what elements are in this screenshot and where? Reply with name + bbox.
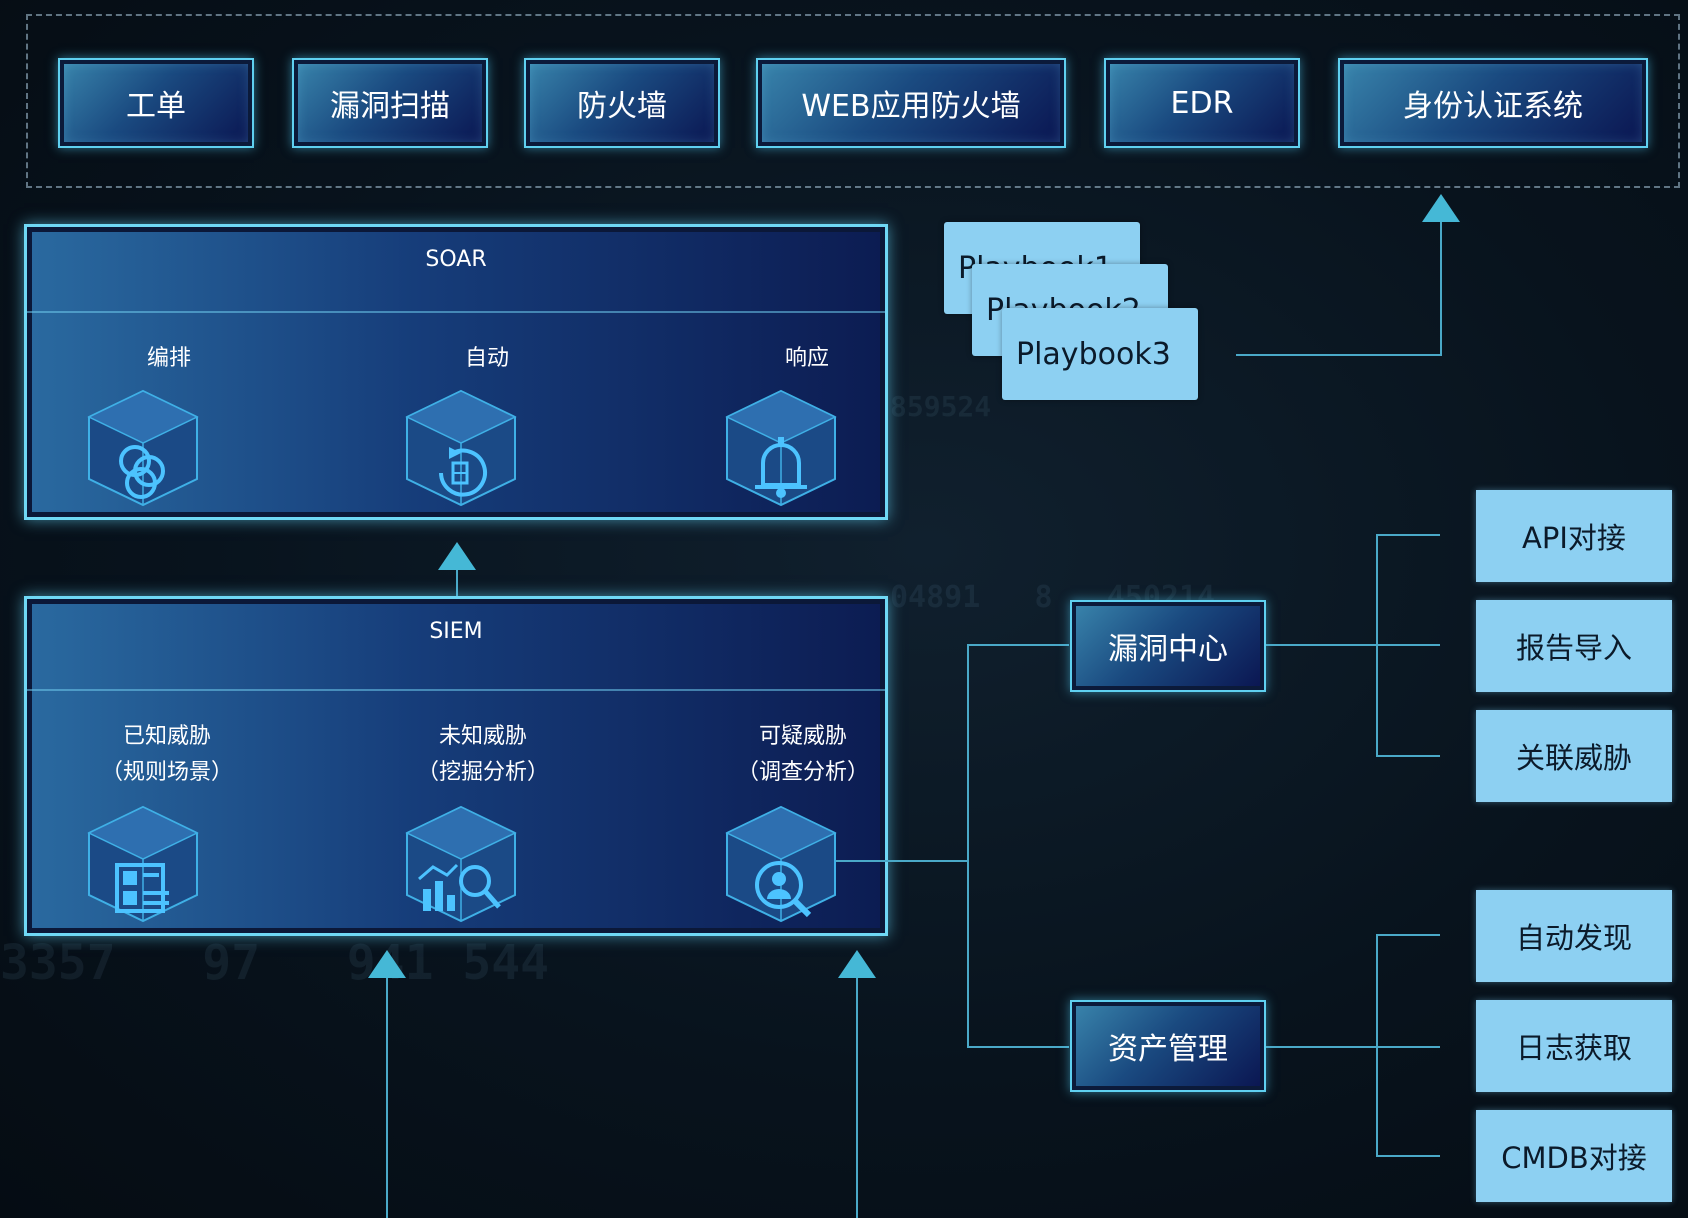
system-waf-button[interactable]: WEB应用防火墙 <box>756 58 1066 148</box>
side-item-label: 自动发现 <box>1515 921 1632 955</box>
system-label: 身份认证系统 <box>1403 89 1583 124</box>
side-item-label: 日志获取 <box>1515 1031 1632 1065</box>
up-arrow-icon <box>838 950 876 978</box>
connector-line <box>967 644 1069 646</box>
system-label: 工单 <box>126 89 186 124</box>
side-item-label: 报告导入 <box>1515 631 1632 665</box>
feature-label-line1: 未知威胁 <box>438 724 527 749</box>
connector-line <box>1376 1155 1440 1157</box>
response-bell-cube-icon <box>721 387 841 507</box>
feature-label: 编排 <box>146 346 191 371</box>
rules-cube-icon <box>83 803 203 923</box>
system-label: 防火墙 <box>577 89 667 124</box>
system-label: WEB应用防火墙 <box>801 89 1021 124</box>
log-acquisition-button[interactable]: 日志获取 <box>1476 1000 1672 1092</box>
mining-cube-icon <box>401 803 521 923</box>
playbook-label: Playbook3 <box>1016 336 1171 372</box>
automation-cube-icon <box>401 387 521 507</box>
feature-label-line2: （规则场景） <box>100 760 233 785</box>
system-label: EDR <box>1170 85 1234 121</box>
side-item-label: CMDB对接 <box>1501 1141 1647 1175</box>
connector-line <box>1376 534 1378 756</box>
center-label: 漏洞中心 <box>1108 632 1228 667</box>
playbook-card-3[interactable]: Playbook3 <box>1002 308 1198 400</box>
feature-label: 已知威胁 （规则场景） <box>47 719 287 791</box>
investigation-cube-icon <box>721 803 841 923</box>
siem-panel: SIEM 已知威胁 （规则场景） 未知威胁 （挖掘分析） 可疑威胁 （调查分析） <box>24 596 888 936</box>
system-ticket-button[interactable]: 工单 <box>58 58 254 148</box>
connector-line <box>1266 1046 1440 1048</box>
connector-line <box>967 1046 1069 1048</box>
up-arrow-icon <box>368 950 406 978</box>
panel-divider <box>27 689 885 691</box>
report-import-button[interactable]: 报告导入 <box>1476 600 1672 692</box>
connector-line <box>1266 644 1440 646</box>
feature-label-line1: 可疑威胁 <box>758 724 847 749</box>
connector-line <box>1440 220 1442 356</box>
system-vuln-scan-button[interactable]: 漏洞扫描 <box>292 58 488 148</box>
feature-label-line2: （调查分析） <box>736 760 869 785</box>
asset-management-button[interactable]: 资产管理 <box>1070 1000 1266 1092</box>
connector-line <box>386 976 388 1218</box>
connector-line <box>967 644 969 1048</box>
external-systems-frame <box>26 14 1680 188</box>
related-threats-button[interactable]: 关联威胁 <box>1476 710 1672 802</box>
connector-line <box>1376 934 1440 936</box>
system-identity-auth-button[interactable]: 身份认证系统 <box>1338 58 1648 148</box>
system-firewall-button[interactable]: 防火墙 <box>524 58 720 148</box>
feature-label-line2: （挖掘分析） <box>416 760 549 785</box>
connector-line <box>1236 354 1442 356</box>
feature-label: 未知威胁 （挖掘分析） <box>363 719 603 791</box>
system-edr-button[interactable]: EDR <box>1104 58 1300 148</box>
feature-label: 可疑威胁 （调查分析） <box>683 719 923 791</box>
vuln-center-button[interactable]: 漏洞中心 <box>1070 600 1266 692</box>
auto-discovery-button[interactable]: 自动发现 <box>1476 890 1672 982</box>
side-item-label: 关联威胁 <box>1515 741 1632 775</box>
connector-line <box>1376 534 1440 536</box>
feature-label-line1: 已知威胁 <box>122 724 211 749</box>
api-integration-button[interactable]: API对接 <box>1476 490 1672 582</box>
connector-line <box>1376 934 1378 1156</box>
up-arrow-icon <box>438 542 476 570</box>
feature-label: 响应 <box>784 346 829 371</box>
connector-line <box>1376 755 1440 757</box>
cmdb-integration-button[interactable]: CMDB对接 <box>1476 1110 1672 1202</box>
panel-title: SOAR <box>425 247 487 272</box>
connector-line <box>856 976 858 1218</box>
orchestration-cube-icon <box>83 387 203 507</box>
center-label: 资产管理 <box>1108 1032 1228 1067</box>
background-decoration: 859524 <box>890 390 992 423</box>
background-decoration: 3357 97 941 544 <box>0 935 550 991</box>
side-item-label: API对接 <box>1522 521 1626 555</box>
panel-title: SIEM <box>429 619 483 644</box>
connector-line <box>836 860 968 862</box>
up-arrow-icon <box>1422 194 1460 222</box>
soar-panel: SOAR 编排 自动 响应 <box>24 224 888 520</box>
connector-line <box>456 568 458 598</box>
feature-label: 自动 <box>464 346 509 371</box>
panel-divider <box>27 311 885 313</box>
system-label: 漏洞扫描 <box>330 89 450 124</box>
